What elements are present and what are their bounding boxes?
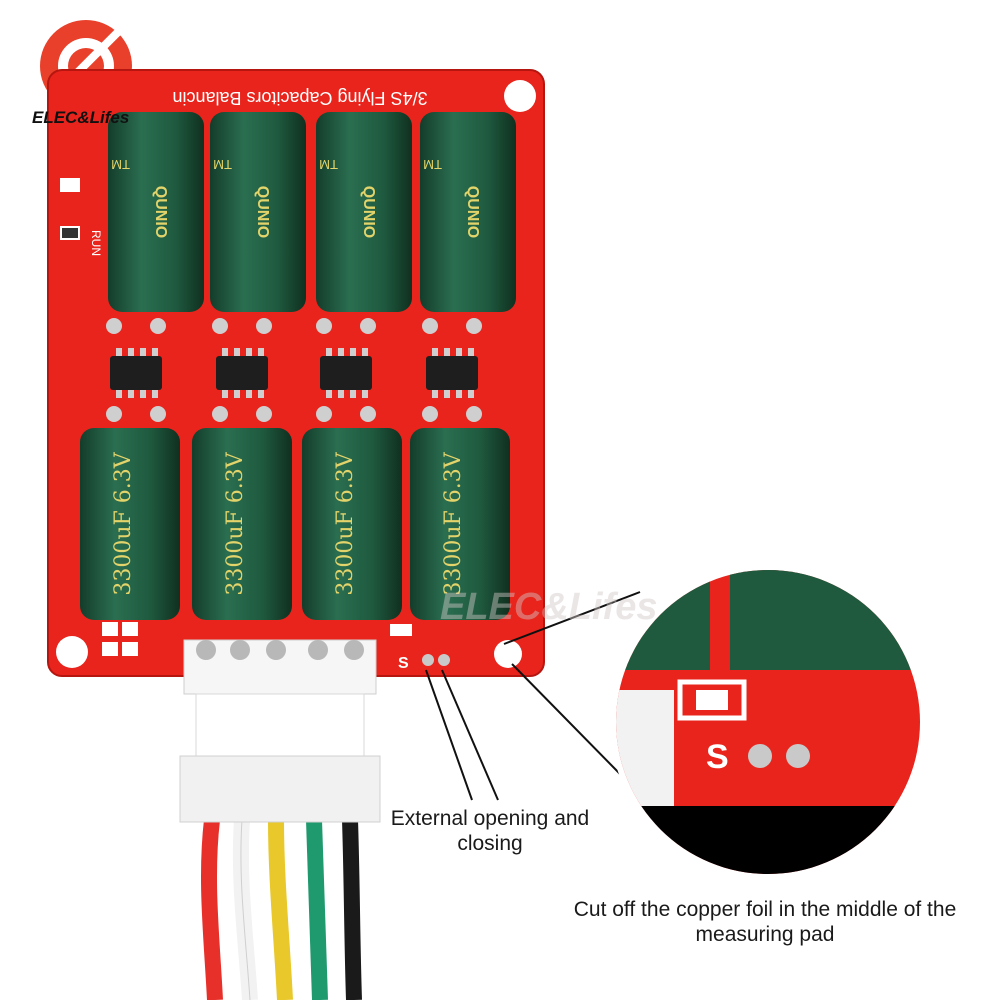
zoom-detail-circle: S: [610, 564, 926, 880]
cut-copper-caption: Cut off the copper foil in the middle of…: [573, 898, 957, 946]
mount-hole: [56, 636, 88, 668]
zoom-s-label: S: [706, 738, 729, 776]
top-capacitor-row: QUNIO TM QUNIO TM QUNIO TM QUNIO TM: [108, 112, 516, 312]
callout-lines: [425, 591, 641, 801]
capacitor-bottom: 3300uF 6.3V: [410, 428, 510, 620]
ic-chips: [106, 318, 482, 422]
svg-text:TM: TM: [319, 157, 338, 172]
capacitor-bottom: 3300uF 6.3V: [80, 428, 180, 620]
watermark-text: ELEC&Lifes: [440, 586, 658, 628]
svg-text:QUNIO: QUNIO: [464, 186, 481, 238]
capacitor-top: QUNIO TM: [316, 112, 412, 312]
svg-text:TM: TM: [423, 157, 442, 172]
svg-text:TM: TM: [111, 157, 130, 172]
s-label: S: [398, 655, 409, 672]
mount-hole: [504, 80, 536, 112]
capacitor-bottom: 3300uF 6.3V: [302, 428, 402, 620]
jst-connector: [179, 639, 381, 823]
brand-logo-text: ELEC&Lifes: [32, 108, 130, 127]
external-opening-caption: External opening and closing: [390, 807, 590, 855]
svg-text:QUNIO: QUNIO: [152, 186, 169, 238]
capacitor-top: QUNIO TM: [210, 112, 306, 312]
bottom-capacitor-row: 3300uF 6.3V 3300uF 6.3V 3300uF 6.3V 3300uF …: [80, 428, 510, 620]
mount-hole: [494, 640, 522, 668]
svg-text:3300uF 6.3V: 3300uF 6.3V: [441, 451, 466, 595]
ic-chip: [316, 318, 376, 422]
svg-text:QUNIO: QUNIO: [360, 186, 377, 238]
capacitor-bottom: 3300uF 6.3V: [192, 428, 292, 620]
ic-chip: [212, 318, 272, 422]
wire-bundle: [201, 819, 362, 1000]
run-label: RUN: [89, 230, 103, 256]
svg-text:QUNIO: QUNIO: [254, 186, 271, 238]
svg-text:TM: TM: [213, 157, 232, 172]
board-silkscreen-title: 3/4S Flying Capacitors Balancin: [172, 88, 427, 108]
svg-text:3300uF 6.3V: 3300uF 6.3V: [333, 451, 358, 595]
svg-text:3300uF 6.3V: 3300uF 6.3V: [111, 451, 136, 595]
ic-chip: [422, 318, 482, 422]
capacitor-top: QUNIO TM: [420, 112, 516, 312]
capacitor-top: QUNIO TM: [108, 112, 204, 312]
ic-chip: [106, 318, 166, 422]
svg-text:3300uF 6.3V: 3300uF 6.3V: [223, 451, 248, 595]
